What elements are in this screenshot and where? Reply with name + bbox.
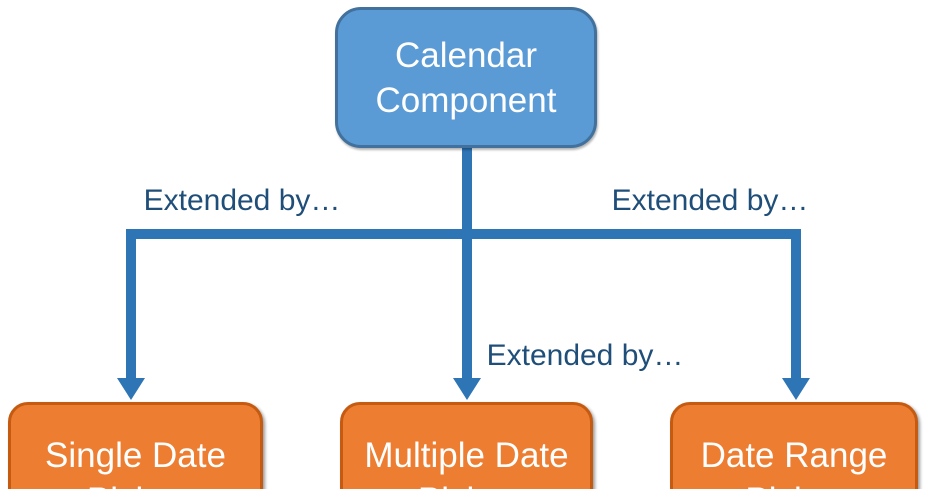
node-date-range-picker: Date Range Picker	[670, 402, 918, 489]
node-calendar-component-label: Calendar Component	[375, 35, 557, 120]
node-single-date-picker-label: Single Date Picker	[45, 436, 226, 489]
edge-label-extended-by-right: Extended by…	[611, 184, 809, 217]
connector-crossbar-line	[126, 229, 801, 239]
node-multiple-date-picker: Multiple Date Picker	[340, 402, 593, 489]
edge-label-extended-by-left: Extended by…	[143, 184, 341, 217]
arrow-down-icon	[782, 378, 810, 400]
node-multiple-date-picker-label: Multiple Date Picker	[364, 436, 569, 489]
arrow-down-icon	[453, 378, 481, 400]
connector-trunk-line	[462, 146, 472, 378]
node-single-date-picker: Single Date Picker	[8, 402, 263, 489]
connector-right-line	[791, 229, 801, 378]
node-date-range-picker-label: Date Range Picker	[700, 436, 888, 489]
connector-left-line	[126, 229, 136, 378]
edge-label-extended-by-middle: Extended by…	[486, 339, 684, 372]
arrow-down-icon	[117, 378, 145, 400]
node-calendar-component: Calendar Component	[335, 7, 597, 148]
